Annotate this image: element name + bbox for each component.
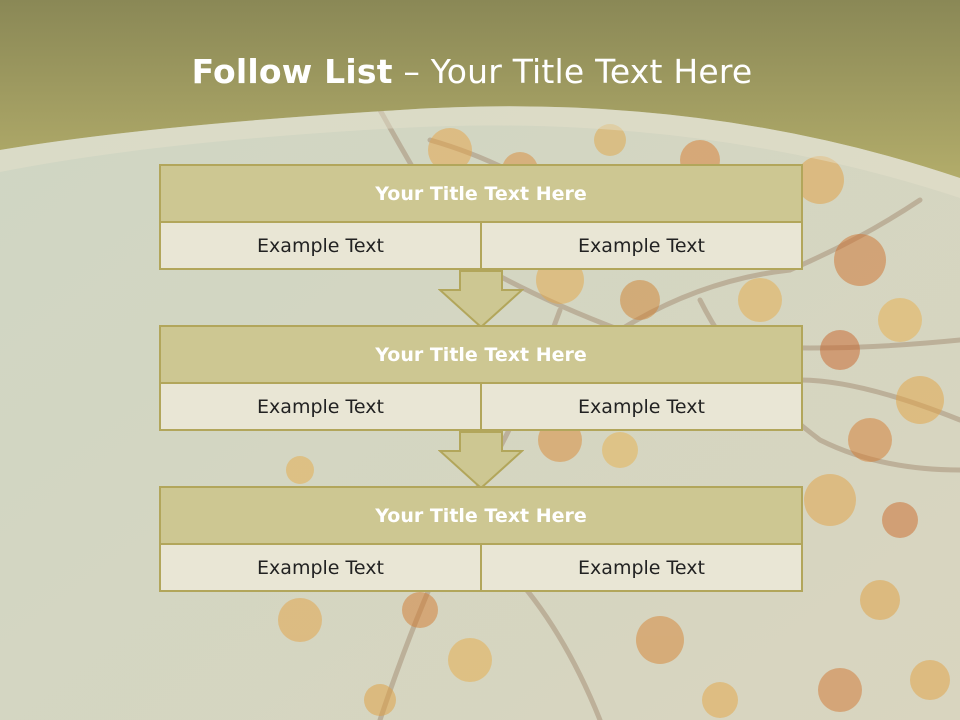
step-title: Your Title Text Here [161,488,801,545]
step-cells: Example Text Example Text [161,223,801,268]
slide-title-rest: – Your Title Text Here [392,52,753,91]
step-cells: Example Text Example Text [161,384,801,429]
header-band [0,0,960,178]
down-arrow-icon [438,431,524,489]
step-cell-right: Example Text [480,384,801,429]
step-title: Your Title Text Here [161,327,801,384]
step-cells: Example Text Example Text [161,545,801,590]
step-box-2: Your Title Text Here Example Text Exampl… [159,325,803,431]
slide-title-bold: Follow List [191,52,393,91]
step-box-3: Your Title Text Here Example Text Exampl… [159,486,803,592]
slide-title: Follow List – Your Title Text Here [0,52,944,91]
autumn-leaves [278,124,950,718]
step-cell-left: Example Text [257,395,384,418]
step-cell-left: Example Text [257,234,384,257]
step-cell-right: Example Text [480,223,801,268]
step-cell-right: Example Text [480,545,801,590]
step-cell-left: Example Text [257,556,384,579]
step-box-1: Your Title Text Here Example Text Exampl… [159,164,803,270]
down-arrow-icon [438,270,524,328]
step-title: Your Title Text Here [161,166,801,223]
